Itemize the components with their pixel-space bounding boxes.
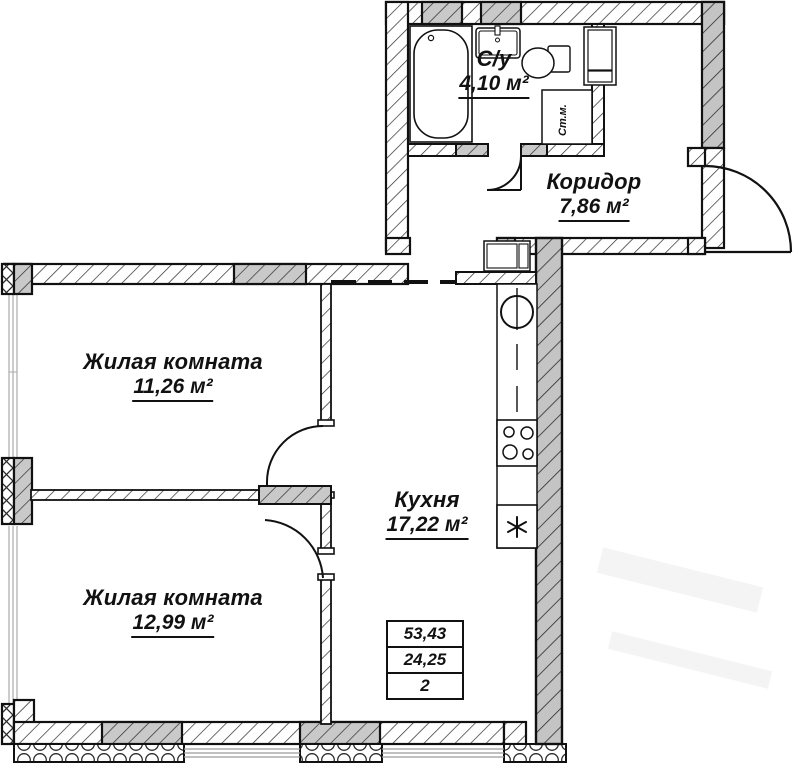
washing-machine-fixture <box>541 89 593 145</box>
living-room-2-door <box>264 519 324 579</box>
bathtub-fixture <box>409 25 473 143</box>
wall-bathroom-bottom <box>407 143 605 157</box>
walls-group <box>0 0 726 763</box>
wall-rooms-top-outer <box>2 262 410 286</box>
wall-left-outer <box>0 262 36 746</box>
toilet-fixture <box>521 45 571 79</box>
wardrobe-fixture <box>583 26 617 86</box>
wall-upper-lower-divider <box>384 236 412 256</box>
wall-kitchen-top-right <box>455 271 537 285</box>
fixtures-group <box>409 25 617 549</box>
wall-kitchen-right-bearing <box>534 236 564 746</box>
bathroom-door <box>486 155 522 191</box>
kitchen-stove-fixture <box>496 419 538 467</box>
wall-top-left-outer <box>384 0 410 252</box>
wall-top-outer <box>384 0 726 26</box>
wall-entrance-right-jamb <box>686 236 707 256</box>
washbasin-fixture <box>475 25 521 59</box>
wall-entrance-top-jamb <box>686 146 707 168</box>
living-area-value: 24,25 <box>388 646 462 672</box>
wall-bottom-outer <box>12 720 567 763</box>
wall-top-right-outer <box>700 0 726 250</box>
doors-group <box>264 155 793 579</box>
total-area-value: 53,43 <box>403 624 447 643</box>
entrance-door <box>704 164 793 254</box>
refrigerator-fixture <box>496 504 538 549</box>
wall-between-living-rooms <box>30 485 332 505</box>
living-room-1-door <box>266 425 324 486</box>
kitchen-cabinet <box>483 240 531 272</box>
watermark <box>596 547 773 689</box>
apartment-info-box: 53,43 24,25 2 <box>386 620 464 701</box>
rooms-count-value: 2 <box>388 672 462 698</box>
kitchen-sink-fixture <box>500 288 534 414</box>
washing-machine-label: Ст.м. <box>557 104 569 136</box>
